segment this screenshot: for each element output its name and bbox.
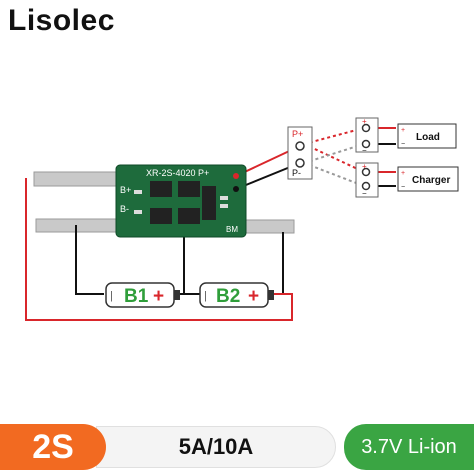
load-minus-terminal xyxy=(361,139,371,149)
pcb-pad-p-minus xyxy=(233,186,239,192)
output-p-minus-label: P- xyxy=(292,168,301,178)
battery-b2-label: B2 xyxy=(216,286,240,307)
mosfet-chip-1 xyxy=(150,181,172,197)
load-plus-sign: + xyxy=(362,117,367,126)
pcb-pad-b-minus: B- xyxy=(120,204,129,214)
output-p-plus-terminal xyxy=(295,141,305,151)
battery-b2-minus: | xyxy=(204,290,207,302)
charger-plus-terminal xyxy=(361,167,371,177)
load-polarity-minus: − xyxy=(401,141,405,148)
nickel-strip-bottom-right xyxy=(241,219,295,234)
cell-count-badge: 2S xyxy=(0,424,106,470)
pcb-pad-p-plus xyxy=(233,173,239,179)
output-p-plus-label: P+ xyxy=(292,129,303,139)
pcb-pad-bm: BM xyxy=(226,225,238,234)
output-p-minus-terminal xyxy=(295,158,305,168)
dashed-p-plus-charger xyxy=(303,143,365,173)
load-minus-sign: − xyxy=(362,146,367,155)
mosfet-chip-3 xyxy=(150,208,172,224)
current-rating-badge: 5A/10A xyxy=(96,426,336,468)
wire-bm-strip xyxy=(272,232,284,295)
charger-label: Charger xyxy=(412,175,450,186)
nickel-strip-top xyxy=(33,171,125,187)
mosfet-chip-2 xyxy=(178,181,200,197)
charger-minus-sign: − xyxy=(362,189,367,198)
smd-component-3 xyxy=(134,190,142,194)
charger-minus-terminal xyxy=(361,181,371,191)
dashed-p-minus-load xyxy=(303,143,365,164)
battery-b2-plus: + xyxy=(248,286,259,307)
charger-polarity-minus: − xyxy=(401,184,405,191)
load-label: Load xyxy=(416,132,440,143)
dashed-p-plus-load xyxy=(303,127,365,145)
dashed-p-minus-charger xyxy=(303,162,365,187)
mosfet-chip-4 xyxy=(178,208,200,224)
chemistry-badge: 3.7V Li-ion xyxy=(344,424,474,470)
battery-b1-label: B1 xyxy=(124,286,149,307)
battery-b1-minus: | xyxy=(110,290,113,302)
spec-footer: 5A/10A 2S 3.7V Li-ion xyxy=(0,420,474,474)
mosfet-chip-5 xyxy=(202,186,216,220)
output-terminal-box xyxy=(287,126,313,180)
wire-b-plus xyxy=(25,178,293,321)
smd-component-2 xyxy=(220,204,228,208)
battery-b1-cap xyxy=(174,290,180,300)
charger-plus-sign: + xyxy=(362,162,367,171)
charger-polarity-plus: + xyxy=(401,170,405,177)
load-box xyxy=(397,123,457,149)
load-terminal-box xyxy=(355,117,379,153)
battery-b1-plus: + xyxy=(153,286,164,307)
smd-component-1 xyxy=(220,196,228,200)
battery-b2-cap xyxy=(268,290,274,300)
wire-b-minus xyxy=(75,225,104,295)
smd-component-4 xyxy=(134,210,142,214)
nickel-strip-bottom-left xyxy=(35,218,127,233)
pcb-model-label: XR-2S-4020 P+ xyxy=(146,168,209,178)
charger-terminal-box xyxy=(355,162,379,198)
load-plus-terminal xyxy=(361,123,371,133)
pcb-pad-b-plus: B+ xyxy=(120,185,131,195)
load-polarity-plus: + xyxy=(401,127,405,134)
charger-box xyxy=(397,166,459,192)
brand-logo: Lisolec xyxy=(8,4,115,37)
